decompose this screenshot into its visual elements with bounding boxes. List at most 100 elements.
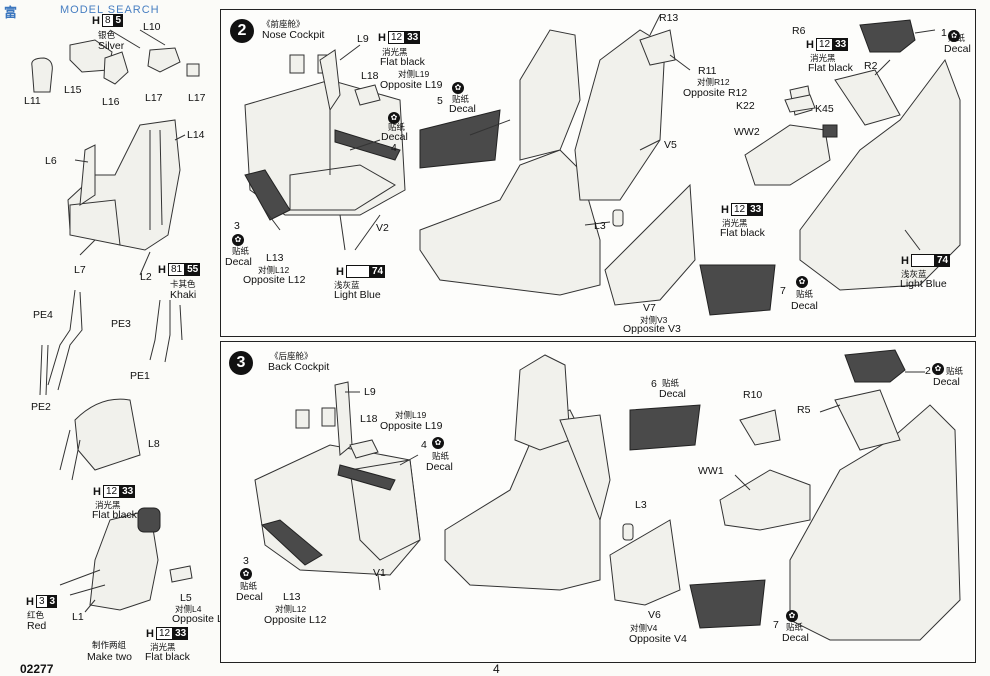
paint-silver-cn: 银色 [98, 30, 116, 40]
s2-label-ww2: WW2 [734, 126, 760, 138]
s2-decal3-icon: ✿ [232, 234, 244, 246]
s3-opp-v4-cn: 对侧V4 [630, 623, 658, 633]
s3-decal7-en: Decal [782, 632, 809, 644]
s2-paint-flatblack-ww: H 12 33 [721, 203, 764, 216]
opposite-l4-cn: 对侧L4 [175, 604, 202, 614]
s2-paint-flatblack-ww-en: Flat black [720, 227, 765, 239]
s2-decal4-en: Decal [381, 131, 408, 143]
s2-paint-lightblue-r: H 74 [901, 254, 951, 267]
s2-opp-v3-en: Opposite V3 [623, 323, 681, 335]
paint-silver-en: Silver [98, 40, 125, 52]
s2-label-r13: R13 [659, 12, 679, 24]
s2-decal3-num: 3 [234, 220, 240, 232]
part-label-pe2: PE2 [31, 401, 51, 413]
s2-label-l9: L9 [357, 33, 369, 45]
s2-paint-flatblack-ww-cn: 消光黑 [722, 218, 748, 228]
part-label-pe3: PE3 [111, 318, 131, 330]
s2-label-k45: K45 [815, 103, 834, 115]
s2-decal4-num: 4 [391, 142, 397, 154]
part-label-l17b: L17 [188, 92, 206, 104]
s3-label-l3: L3 [635, 499, 647, 511]
s2-paint-flatblack: H 12 33 [378, 31, 421, 44]
paint-red-cn: 红色 [27, 610, 45, 620]
s2-paint-lightblue-en: Light Blue [334, 289, 381, 301]
part-label-l8: L8 [148, 438, 160, 450]
step-3-title-cn: 《后座舱》 [270, 351, 313, 361]
make-two-en: Make two [87, 651, 132, 663]
part-label-l11: L11 [24, 95, 41, 107]
paint-code-flatblack: H 12 33 [93, 485, 136, 498]
s2-paint-lightblue-cn: 浅灰蓝 [334, 280, 360, 290]
s2-opp-l12-en: Opposite L12 [243, 274, 306, 286]
s2-decal7-en: Decal [791, 300, 818, 312]
s3-decal6-cn: 贴纸 [662, 378, 680, 388]
s2-decal7-icon: ✿ [796, 276, 808, 288]
paint-flatblack2-cn: 消光黑 [150, 642, 176, 652]
paint-code-silver: H 8 5 [92, 14, 124, 27]
part-l17b-shape [186, 63, 200, 77]
paint-flatblack-en: Flat black [92, 509, 137, 521]
step-2-title-cn: 《前座舱》 [262, 19, 305, 29]
paint-code-flatblack-2: H 12 33 [146, 627, 189, 640]
footer-page-number: 4 [493, 662, 500, 676]
part-l8-shape [74, 398, 141, 471]
s3-decal3-cn: 贴纸 [240, 581, 258, 591]
s3-label-l9: L9 [364, 386, 376, 398]
s3-decal4-icon: ✿ [432, 437, 444, 449]
s2-paint-lightblue-r-en: Light Blue [900, 278, 947, 290]
s2-opp-r12-en: Opposite R12 [683, 87, 748, 99]
watermark-text: MODEL SEARCH [60, 4, 160, 16]
s3-decal2-cn: 贴纸 [946, 366, 964, 376]
part-label-l14: L14 [187, 129, 205, 141]
s3-label-r10: R10 [743, 389, 763, 401]
s2-decal3-en: Decal [225, 256, 252, 268]
s2-paint-flatblack-cn: 消光黑 [382, 47, 408, 57]
part-label-l17a: L17 [145, 92, 163, 104]
s2-label-l3: L3 [594, 220, 606, 232]
s3-decal2-en: Decal [933, 376, 960, 388]
s2-label-r11: R11 [698, 65, 717, 77]
s3-label-l18: L18 [360, 413, 378, 425]
part-label-l7: L7 [74, 264, 86, 276]
s2-decal7-cn: 贴纸 [796, 289, 814, 299]
paint-flatblack-cn: 消光黑 [95, 500, 121, 510]
s3-decal7-cn: 贴纸 [786, 622, 804, 632]
step-2-title-en: Nose Cockpit [262, 29, 325, 41]
step-2-number: 2 [230, 19, 254, 43]
footer-kit-code: 02277 [20, 662, 54, 676]
part-label-l1: L1 [72, 611, 84, 623]
opposite-l4-en: Opposite L4 [172, 613, 229, 625]
s2-label-l13: L13 [266, 252, 284, 264]
s2-label-k22: K22 [736, 100, 755, 112]
s2-decal3-cn: 贴纸 [232, 246, 250, 256]
s3-decal4-en: Decal [426, 461, 453, 473]
part-label-l16: L16 [102, 96, 120, 108]
s3-label-l13: L13 [283, 591, 301, 603]
part-label-l10: L10 [143, 21, 161, 33]
s2-label-l18: L18 [361, 70, 379, 82]
s3-decal3-icon: ✿ [240, 568, 252, 580]
s2-decal4-icon: ✿ [388, 112, 400, 124]
s3-decal6-num: 6 [651, 378, 657, 390]
s2-paint-flatblack-en: Flat black [380, 56, 425, 68]
s2-label-r2: R2 [864, 60, 878, 72]
paint-khaki-en: Khaki [170, 289, 197, 301]
step-3-title-en: Back Cockpit [268, 361, 330, 373]
s3-decal4-cn: 贴纸 [432, 451, 450, 461]
part-l17-shape [147, 47, 181, 73]
s2-opp-v3-cn: 对侧V3 [640, 315, 668, 325]
s2-label-v2: V2 [376, 222, 389, 234]
part-label-l6: L6 [45, 155, 57, 167]
s2-decal1-en: Decal [944, 43, 971, 55]
s2-opp-l19-en: Opposite L19 [380, 79, 443, 91]
s2-decal1-num: 1 [941, 27, 947, 39]
part-label-pe4: PE4 [33, 309, 53, 321]
s3-label-ww1: WW1 [698, 465, 724, 477]
part-label-l2: L2 [140, 271, 152, 283]
s2-decal1-icon: ✿ [948, 30, 960, 42]
s2-decal5-num: 5 [437, 95, 443, 107]
s2-label-v5: V5 [664, 139, 677, 151]
paint-code-khaki: H 81 55 [158, 263, 201, 276]
